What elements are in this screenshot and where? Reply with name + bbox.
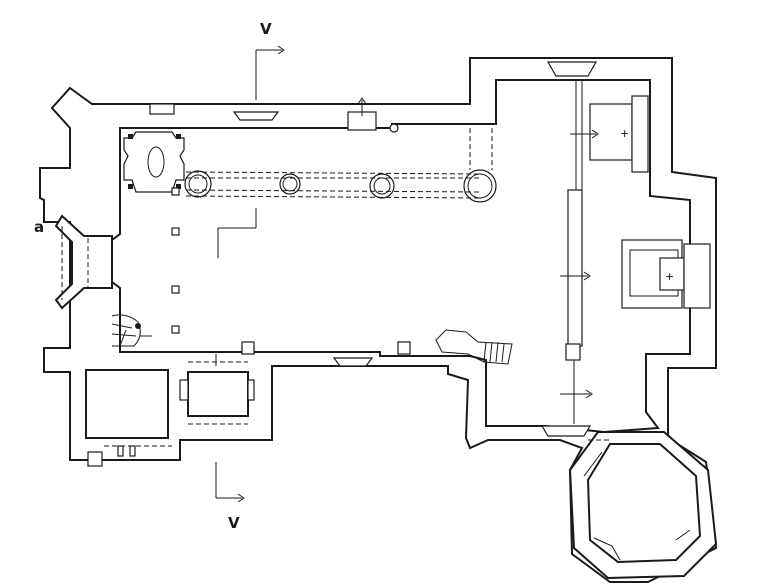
north-window-1: [149, 103, 175, 115]
north-bowl: [389, 123, 399, 133]
column-1-inner: [188, 174, 208, 194]
section-label-top: V: [260, 20, 272, 38]
pulpit-stair: [435, 329, 513, 365]
south-niche: [397, 341, 411, 355]
octagonal-tower-inner: [586, 443, 702, 564]
arcade-dash-1: [185, 171, 481, 175]
pier-1: [171, 227, 180, 236]
font-corner-br: [176, 184, 181, 189]
section-marker-inner: [217, 208, 257, 258]
side-altar-upper-step: [631, 95, 649, 173]
arcade-dash-3: [185, 189, 481, 193]
pier-4: [171, 187, 180, 196]
sacristy-room: [85, 369, 169, 439]
font-corner-tr: [176, 134, 181, 139]
corner-buttress: [87, 451, 103, 467]
baptismal-font: [123, 131, 185, 193]
font-basin: [147, 146, 165, 178]
chancel-screen-foot: [565, 343, 581, 361]
high-altar-window: [683, 243, 711, 309]
arcade-dash-4: [185, 195, 481, 199]
south-niche-2: [241, 341, 255, 355]
font-corner-bl: [128, 184, 133, 189]
tower-niche-right: [675, 529, 691, 541]
north-window-2: [232, 111, 280, 121]
side-altar-upper-cross: +: [620, 127, 629, 140]
pier-3: [171, 325, 180, 334]
south-porch-pier-r: [247, 379, 255, 401]
chancel-window-top: [546, 61, 598, 77]
high-altar-arrowhead: [583, 271, 591, 281]
south-window-1: [332, 357, 374, 367]
section-marker-bottom: [215, 462, 245, 503]
south-porch-pier-l: [179, 379, 189, 401]
tower-niche-left: [593, 537, 621, 561]
south-porch-room: [187, 371, 249, 417]
upper-altar-arrowhead: [591, 129, 599, 139]
spiral-stair: [111, 314, 141, 347]
pier-2: [171, 285, 180, 294]
west-porch: [54, 214, 113, 310]
chancel-screen: [567, 189, 583, 347]
north-door-arrowhead: [357, 97, 367, 105]
section-label-bottom: V: [228, 514, 240, 532]
section-marker-top: [255, 45, 285, 100]
high-altar-cross: +: [665, 270, 674, 283]
chancel-south-window: [540, 425, 592, 437]
sacristy-post-1: [117, 445, 124, 457]
chancel-south-arrowhead: [585, 389, 593, 399]
font-corner-tl: [128, 134, 133, 139]
tower-inner-ring: [583, 451, 603, 477]
column-4: [463, 169, 497, 203]
sacristy-post-2: [129, 445, 136, 457]
column-4-inner: [467, 173, 493, 199]
stair-newel: [135, 323, 141, 329]
side-label-a: a: [34, 218, 44, 236]
